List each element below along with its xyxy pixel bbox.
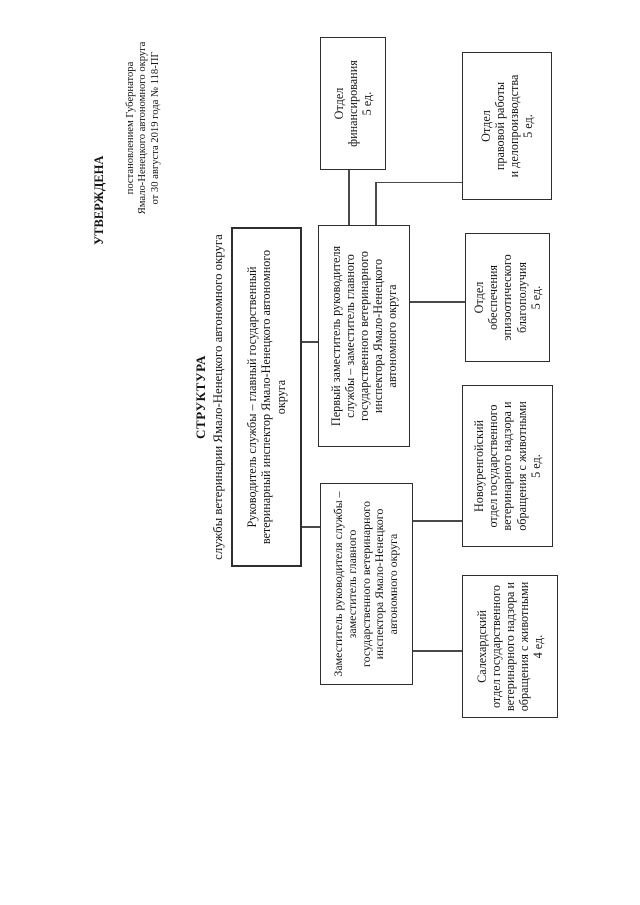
connector-first-deputy-to-legal-vertical — [375, 181, 462, 184]
org-box-legal-department: Отдел правовой работы и делопроизводства… — [462, 52, 552, 200]
connector-deputy-to-novy-urengoy — [413, 520, 462, 522]
org-box-finance-department: Отдел финансирования 5 ед. — [320, 37, 386, 170]
structure-title-block: СТРУКТУРА службы ветеринарии Ямало-Ненец… — [193, 224, 226, 570]
structure-title: СТРУКТУРА — [193, 355, 208, 439]
approval-resolution-text: постановлением Губернатора Ямало-Ненецко… — [125, 41, 161, 215]
org-box-novy-urengoy-department: Новоуренгойский отдел государственного в… — [462, 385, 553, 547]
connector-head-to-deputy — [302, 526, 320, 528]
org-box-head: Руководитель службы – главный государств… — [231, 227, 302, 567]
connector-first-deputy-to-legal-horizontal — [375, 182, 377, 225]
org-box-epizootic-department: Отдел обеспечения эпизоотического благоп… — [465, 233, 550, 362]
connector-deputy-to-salekhard — [413, 650, 462, 652]
org-box-first-deputy: Первый заместитель руководителя службы –… — [318, 225, 410, 447]
approval-stamp: УТВЕРЖДЕНА — [92, 155, 106, 245]
org-box-deputy: Заместитель руководителя службы – замест… — [320, 483, 413, 685]
org-box-salekhard-department: Салехардский отдел государственного вете… — [462, 575, 558, 718]
connector-head-to-first-deputy — [302, 341, 318, 343]
connector-first-deputy-to-epizootic — [410, 301, 465, 303]
structure-subtitle: службы ветеринарии Ямало-Ненецкого автон… — [211, 234, 225, 560]
connector-first-deputy-to-finance — [348, 170, 350, 225]
